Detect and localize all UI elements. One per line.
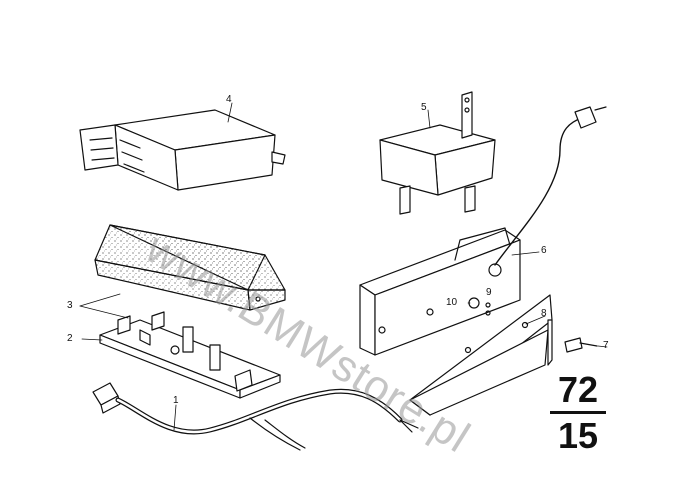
angle-bracket-part-8 [409, 294, 553, 416]
callout-2: 2 [67, 333, 73, 344]
lamp-holder-part-6 [359, 106, 607, 356]
callout-4: 4 [226, 94, 232, 105]
callout-6: 6 [541, 245, 547, 256]
control-unit-part-4 [79, 109, 286, 191]
bolt-part-7 [564, 337, 598, 353]
section-number-bottom: 15 [557, 415, 599, 456]
relay-part-5 [379, 91, 496, 215]
callout-8: 8 [541, 308, 547, 319]
callout-9: 9 [486, 287, 492, 298]
callout-1: 1 [173, 395, 179, 406]
callout-3: 3 [67, 300, 73, 311]
leader-lines [79, 102, 608, 431]
callout-7: 7 [603, 340, 609, 351]
lamp-lens-part-3 [94, 224, 286, 311]
callout-10: 10 [446, 297, 458, 308]
section-number-top: 72 [557, 369, 599, 410]
section-divider [550, 411, 606, 414]
wiring-harness-part-1 [92, 382, 419, 451]
callout-5: 5 [421, 102, 427, 113]
lamp-base-part-2 [99, 311, 281, 399]
